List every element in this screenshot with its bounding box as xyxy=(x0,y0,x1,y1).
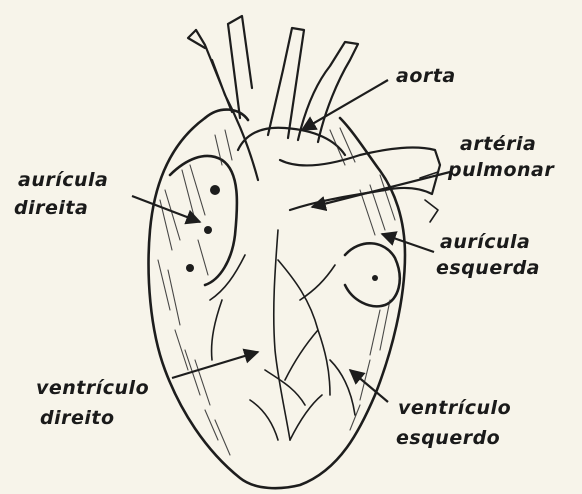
label-ventriculo-esquerdo-line1: ventrículo xyxy=(398,397,511,419)
label-aorta: aorta xyxy=(396,65,456,87)
label-arteria-line1: artéria xyxy=(460,133,536,155)
muscle-hatching xyxy=(158,128,395,455)
label-arteria-line2: pulmonar xyxy=(447,159,555,181)
label-auricula-direita-line1: aurícula xyxy=(18,169,108,191)
left-atrium xyxy=(345,243,400,306)
label-auricula-direita-line2: direita xyxy=(14,197,88,219)
label-ventriculo-direito-line1: ventrículo xyxy=(36,377,149,399)
label-auricula-esquerda-line2: esquerda xyxy=(436,257,540,279)
heart-outline xyxy=(149,118,405,488)
pulmonary-trunk xyxy=(280,148,440,210)
right-atrium xyxy=(170,110,248,285)
arrow-ventriculo-direito xyxy=(172,352,258,378)
label-auricula-esquerda-line1: aurícula xyxy=(440,231,530,253)
label-ventriculo-esquerdo-line2: esquerdo xyxy=(396,427,500,449)
coronary-vessels xyxy=(210,255,355,440)
label-ventriculo-direito-line2: direito xyxy=(40,407,115,429)
